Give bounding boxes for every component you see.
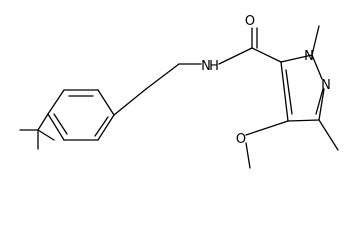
methoxy-group: [245, 120, 289, 169]
tert-butyl-group: [19, 113, 55, 150]
c-methyl-bond: [318, 119, 339, 151]
molecule-structure-diagram: O N H N N O: [19, 14, 339, 169]
amide-group: [218, 27, 282, 65]
atom-label-ring-nitrogen-1: N: [304, 49, 314, 64]
atom-label-amide-hydrogen: H: [209, 59, 219, 74]
benzyl-linker: [113, 63, 202, 116]
atom-label-carbonyl-oxygen: O: [245, 14, 255, 29]
atom-label-ring-nitrogen-2: N: [321, 78, 331, 93]
structure-canvas: O N H N N O: [19, 14, 339, 169]
benzene-ring: [47, 89, 115, 141]
atom-label-amide-nitrogen: N: [201, 59, 211, 74]
n-methyl-bond: [311, 25, 320, 56]
atom-label-methoxy-oxygen: O: [236, 132, 246, 147]
pyrazole-ring: [280, 54, 325, 122]
